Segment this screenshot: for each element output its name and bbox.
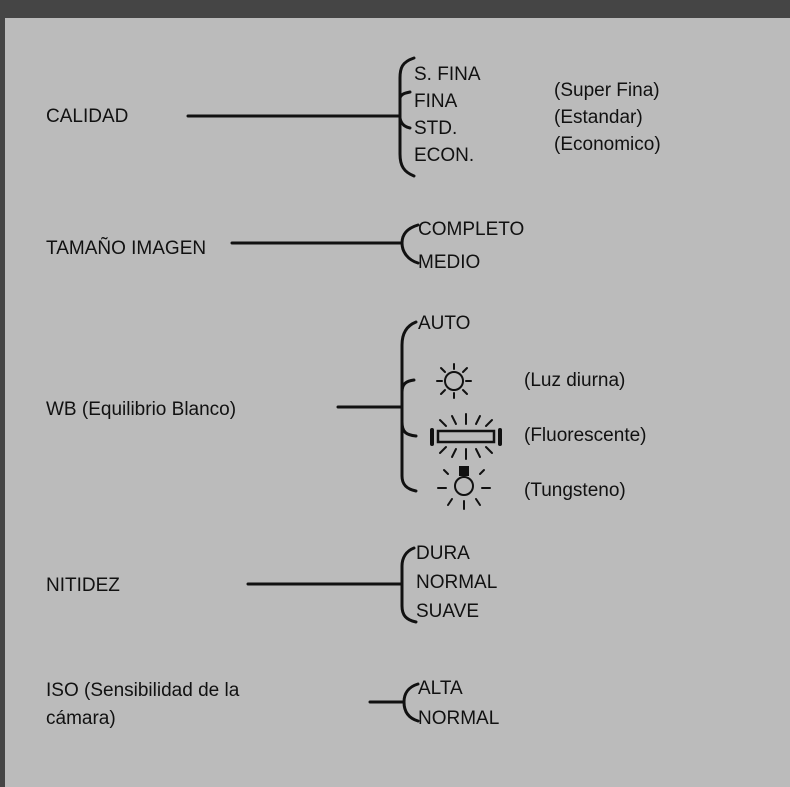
tamano-connector [230,223,420,265]
nitidez-option-dura: DURA [416,543,470,564]
calidad-label: CALIDAD [46,106,129,127]
iso-option-alta: ALTA [418,678,463,699]
calidad-note-estandar: (Estandar) [554,107,643,128]
wb-connector [336,320,418,493]
wb-note-fluorescente: (Fluorescente) [524,425,647,446]
tamano-option-completo: COMPLETO [418,219,525,240]
tamano-option-medio: MEDIO [418,252,481,273]
wb-note-tungsteno: (Tungsteno) [524,480,626,501]
calidad-note-economico: (Economico) [554,134,661,155]
tungsten-bulb-icon [437,466,491,510]
nitidez-option-suave: SUAVE [416,601,480,622]
calidad-option-std: STD. [414,118,458,139]
iso-label-line2: cámara) [46,708,116,729]
nitidez-connector [246,546,418,624]
calidad-option-super-fina: S. FINA [414,64,481,85]
tamano-imagen-label: TAMAÑO IMAGEN [46,238,207,259]
fluorescent-icon [430,413,502,460]
iso-option-normal: NORMAL [418,708,500,729]
nitidez-label: NITIDEZ [46,575,120,596]
menu-diagram-panel [5,18,790,787]
calidad-option-fina: FINA [414,91,458,112]
sun-icon [436,363,472,399]
iso-label-line1: ISO (Sensibilidad de la [46,680,240,701]
iso-connector [368,682,420,723]
nitidez-option-normal: NORMAL [416,572,498,593]
wb-option-auto: AUTO [418,313,471,334]
calidad-note-super-fina: (Super Fina) [554,80,660,101]
wb-note-luz-diurna: (Luz diurna) [524,370,626,391]
wb-label: WB (Equilibrio Blanco) [46,399,237,420]
calidad-option-econ: ECON. [414,145,475,166]
calidad-connector [186,56,416,178]
